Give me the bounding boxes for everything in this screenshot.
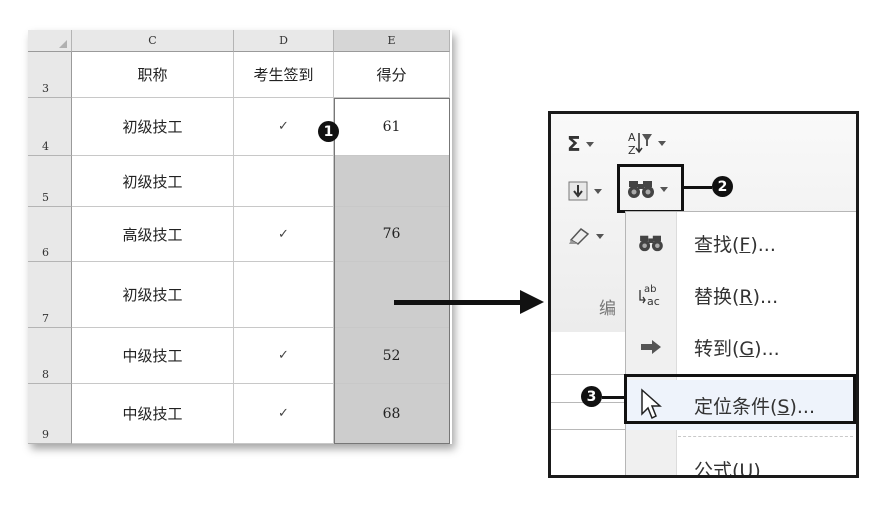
menu-item-suffix: )... xyxy=(750,233,776,256)
menu-icon-gutter xyxy=(626,212,677,475)
find-select-panel: Σ A Z 编 xyxy=(548,111,859,478)
column-header-c[interactable]: C xyxy=(72,30,234,52)
menu-item-find[interactable]: 查找(F)... xyxy=(626,218,856,268)
mouse-pointer-icon xyxy=(641,388,662,420)
chevron-down-icon xyxy=(585,141,594,147)
table-cell-checkin[interactable]: ✓ xyxy=(234,384,334,444)
fill-button[interactable] xyxy=(567,180,602,202)
sort-az-icon: A Z xyxy=(628,131,652,156)
eraser-icon xyxy=(569,228,590,245)
svg-text:Z: Z xyxy=(628,144,636,156)
sort-filter-button[interactable]: A Z xyxy=(627,130,666,156)
svg-text:ac: ac xyxy=(647,295,660,308)
menu-item-replace[interactable]: ab ac 替换(R)... xyxy=(626,270,856,320)
chevron-down-icon xyxy=(658,140,666,146)
table-cell-title[interactable]: 中级技工 xyxy=(72,328,234,384)
menu-item-label: 定位条件( xyxy=(694,395,778,418)
menu-separator xyxy=(678,436,853,437)
step-badge-1: 1 xyxy=(318,121,339,142)
menu-item-formulas[interactable]: 公式(U) xyxy=(626,444,856,478)
menu-item-accelerator: R xyxy=(739,285,753,308)
menu-item-suffix: ) xyxy=(753,459,761,478)
autosum-button[interactable]: Σ xyxy=(567,132,594,156)
table-cell-checkin[interactable]: ✓ xyxy=(234,328,334,384)
table-cell-checkin[interactable]: ✓ xyxy=(234,207,334,262)
arrow-line xyxy=(394,300,524,305)
find-select-highlight xyxy=(617,164,684,213)
select-all-corner[interactable] xyxy=(28,30,72,52)
row-header-4[interactable]: 4 xyxy=(28,98,72,156)
table-cell-title[interactable]: 高级技工 xyxy=(72,207,234,262)
step-badge-2: 2 xyxy=(712,176,733,197)
chevron-down-icon xyxy=(594,188,602,194)
binoculars-icon xyxy=(639,235,663,252)
table-cell-score-selected[interactable]: 68 xyxy=(334,384,450,444)
goto-special-highlight xyxy=(624,374,856,424)
row-header-5[interactable]: 5 xyxy=(28,156,72,207)
table-cell-checkin[interactable] xyxy=(234,156,334,207)
find-select-button[interactable] xyxy=(627,178,668,200)
menu-item-suffix: )... xyxy=(752,285,779,308)
replace-icon: ab ac xyxy=(639,284,660,308)
table-cell-score-selected[interactable]: 76 xyxy=(334,207,450,262)
row-header-8[interactable]: 8 xyxy=(28,328,72,384)
table-cell-score-selected[interactable] xyxy=(334,156,450,207)
svg-text:ab: ab xyxy=(644,284,656,295)
menu-item-suffix: )... xyxy=(754,337,780,360)
row-header-9[interactable]: 9 xyxy=(28,384,72,444)
chevron-down-icon xyxy=(596,233,604,239)
row-header-7[interactable]: 7 xyxy=(28,262,72,328)
clear-button[interactable] xyxy=(567,226,604,246)
table-cell-score[interactable]: 61 xyxy=(334,98,450,156)
binoculars-icon xyxy=(628,181,654,198)
step-3-connector xyxy=(602,396,624,399)
chevron-down-icon xyxy=(660,186,668,192)
step-2-connector xyxy=(684,186,712,189)
table-cell-title[interactable]: 初级技工 xyxy=(72,156,234,207)
column-header-e[interactable]: E xyxy=(334,30,450,52)
table-cell-checkin[interactable]: ✓ xyxy=(234,98,334,156)
menu-item-accelerator: F xyxy=(739,233,751,256)
table-cell-title[interactable]: 中级技工 xyxy=(72,384,234,444)
menu-item-accelerator: S xyxy=(777,395,790,418)
arrow-head-icon xyxy=(520,290,544,314)
menu-item-label: 公式( xyxy=(694,459,740,478)
fill-down-icon xyxy=(568,181,588,201)
menu-item-label: 查找( xyxy=(694,233,740,256)
editing-group-label: 编 xyxy=(599,299,616,319)
menu-item-label: 替换( xyxy=(694,285,740,308)
header-cell-checkin[interactable]: 考生签到 xyxy=(234,52,334,98)
find-select-menu: 查找(F)... ab ac 替换(R)... 转到(G)... xyxy=(625,211,856,478)
table-cell-checkin[interactable] xyxy=(234,262,334,328)
header-cell-score[interactable]: 得分 xyxy=(334,52,450,98)
menu-item-accelerator: U xyxy=(739,459,754,478)
svg-text:A: A xyxy=(628,131,636,144)
spreadsheet: C D E 3 职称 考生签到 得分 4 初级技工 ✓ 61 5 初级技工 6 … xyxy=(28,30,452,444)
menu-item-label: 转到( xyxy=(694,337,740,360)
goto-arrow-icon xyxy=(641,340,661,354)
menu-item-accelerator: G xyxy=(739,337,755,360)
column-header-d[interactable]: D xyxy=(234,30,334,52)
table-cell-score-selected[interactable] xyxy=(334,262,450,328)
sigma-icon: Σ xyxy=(567,132,581,156)
menu-item-goto[interactable]: 转到(G)... xyxy=(626,322,856,372)
header-cell-title[interactable]: 职称 xyxy=(72,52,234,98)
row-header-6[interactable]: 6 xyxy=(28,207,72,262)
menu-item-suffix: )... xyxy=(789,395,816,418)
row-header-3[interactable]: 3 xyxy=(28,52,72,98)
table-cell-title[interactable]: 初级技工 xyxy=(72,262,234,328)
step-badge-3: 3 xyxy=(581,386,602,407)
table-cell-score-selected[interactable]: 52 xyxy=(334,328,450,384)
table-cell-title[interactable]: 初级技工 xyxy=(72,98,234,156)
